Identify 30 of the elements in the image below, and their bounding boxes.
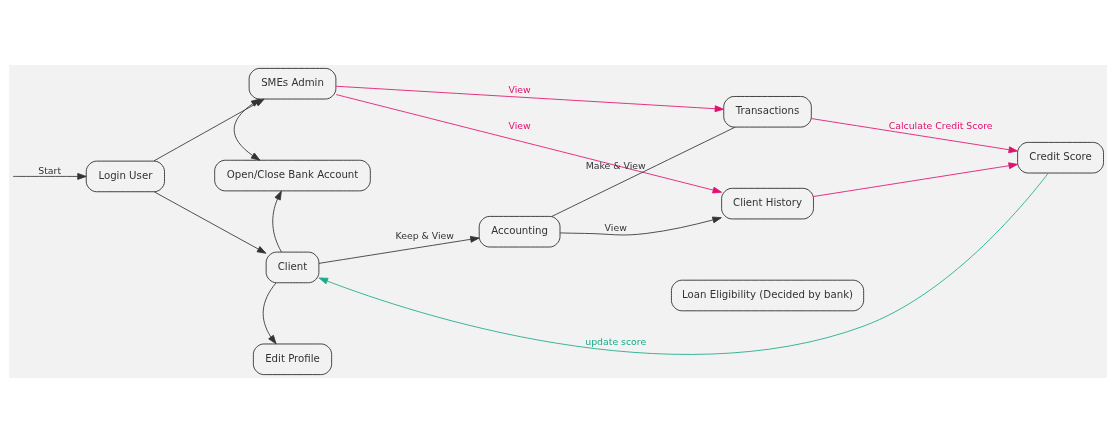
arrow <box>318 235 480 264</box>
arrow <box>153 190 267 254</box>
edge-label: View <box>508 119 531 131</box>
arrow <box>262 282 277 344</box>
arrow <box>335 93 722 193</box>
arrow <box>813 161 1018 197</box>
edge-label: Start <box>38 164 62 176</box>
node-box: Accounting <box>478 215 561 247</box>
node-box: Open/Close Bank Account <box>214 159 371 191</box>
arrow <box>335 85 725 112</box>
node-box: SMEs Admin <box>248 67 337 99</box>
node-box: Edit Profile <box>252 343 333 375</box>
edge-label: Calculate Credit Score <box>888 119 993 131</box>
connector <box>551 126 736 217</box>
edge-label: update score <box>585 335 647 347</box>
edge-label: View <box>604 221 627 233</box>
edge-label: Keep & View <box>395 229 455 241</box>
edge-label: View <box>508 83 531 95</box>
arrow <box>318 172 1049 354</box>
arrow <box>272 190 282 252</box>
node-box: Client <box>265 251 320 283</box>
node-box: Transactions <box>723 95 812 127</box>
arrow <box>810 117 1018 153</box>
arrow <box>233 98 261 161</box>
node-box: Client History <box>721 187 814 219</box>
node-box: Loan Eligibility (Decided by bank) <box>671 279 865 311</box>
node-box: Login User <box>85 160 165 192</box>
arrow <box>559 216 722 235</box>
arrow <box>12 172 87 180</box>
node-box: Credit Score <box>1017 141 1104 173</box>
